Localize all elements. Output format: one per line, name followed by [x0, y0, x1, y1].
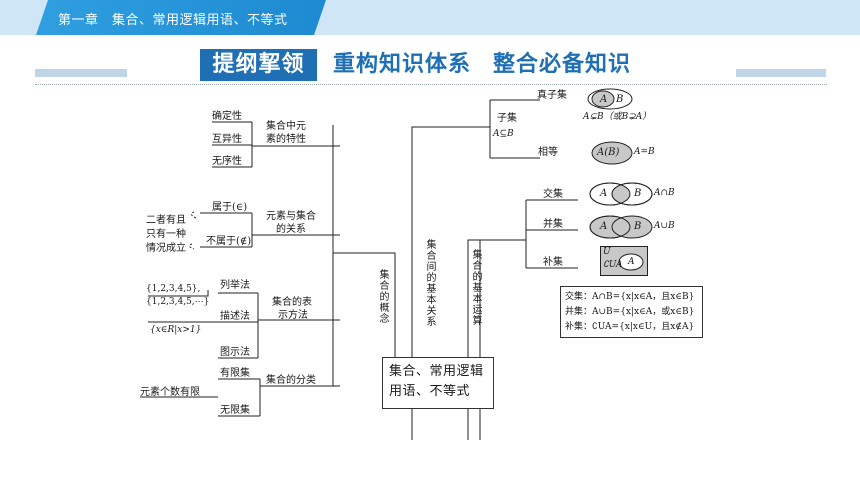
enumeration-example-2: {1,2,3,4,5,⋯} [146, 297, 210, 307]
proper-subset-venn [587, 88, 633, 110]
proper-subset-formula: A⊊B（或B⊋A） [583, 112, 652, 122]
item-not-belongs: 不属于(∉) [206, 236, 252, 247]
representation-label-2: 示方法 [278, 310, 308, 321]
intersection-venn-B: B [634, 188, 642, 199]
chapter-title: 第一章 集合、常用逻辑用语、不等式 [58, 13, 288, 28]
equal-label: 相等 [538, 147, 558, 158]
item-infinite: 无限集 [220, 405, 250, 416]
proper-venn-B: B [616, 94, 624, 105]
divider [35, 84, 827, 85]
equal-venn [591, 141, 633, 165]
intersection-label: 交集 [543, 189, 563, 200]
complement-venn-A: A [628, 257, 635, 267]
union-venn-B: B [634, 221, 642, 232]
classification-label: 集合的分类 [266, 375, 316, 386]
relation-note-1: 二者有且 [146, 215, 186, 226]
operation-branch-label: 集合的基本运算 [472, 250, 483, 327]
central-node-line2: 用语、不等式 [389, 384, 471, 399]
title-deco-right [736, 69, 826, 77]
intersection-venn [589, 182, 653, 206]
central-node-line1: 集合、常用逻辑 [389, 364, 484, 379]
operation-formulas: 交集：A∩B={x|x∈A，且x∈B} 并集：A∪B={x|x∈A，或x∈B} … [560, 286, 703, 338]
equal-venn-label: A(B) [597, 147, 620, 158]
central-node: 集合、常用逻辑 用语、不等式 [382, 357, 494, 409]
item-determinacy: 确定性 [212, 111, 242, 122]
union-venn [589, 215, 653, 239]
complement-label: 补集 [543, 257, 563, 268]
item-enumeration: 列举法 [220, 280, 250, 291]
proper-subset-label: 真子集 [537, 90, 567, 101]
section-title-part2: 整合必备知识 [493, 52, 632, 77]
section-title-part1: 重构知识体系 [333, 52, 472, 77]
item-description: 描述法 [220, 311, 250, 322]
item-belongs: 属于(∈) [212, 202, 248, 213]
complement-U: U [603, 247, 611, 257]
description-example: {x∈R|x>1} [150, 325, 202, 335]
enumeration-example-1: {1,2,3,4,5}, [146, 284, 201, 294]
relation-branch-label: 集合间的基本关系 [426, 240, 437, 328]
concept-branch-label: 集合的概念 [379, 270, 390, 325]
union-venn-A: A [600, 221, 608, 232]
intersection-venn-A: A [600, 188, 608, 199]
characteristics-label-1: 集合中元 [266, 121, 306, 132]
complement-CuA: ∁UA [603, 260, 623, 270]
relation-note-3: 情况成立 [146, 243, 186, 254]
union-label: 并集 [543, 219, 563, 230]
section-title: 重构知识体系整合必备知识 [333, 49, 673, 81]
characteristics-label-2: 素的特性 [266, 134, 306, 145]
intersection-symbol: A∩B [654, 188, 675, 198]
relation-label-1: 元素与集合 [266, 211, 316, 222]
union-symbol: A∪B [654, 221, 675, 231]
title-deco-left [35, 69, 127, 77]
relation-label-2: 的关系 [276, 224, 306, 235]
formula-intersection: 交集：A∩B={x|x∈A，且x∈B} [565, 292, 695, 302]
subset-label: 子集 [497, 113, 517, 124]
equal-formula: A=B [634, 147, 655, 157]
subset-notation: A⊆B [493, 129, 514, 139]
finite-note: 元素个数有限 [140, 387, 200, 398]
formula-complement: 补集：∁UA={x|x∈U，且x∉A} [565, 322, 695, 332]
formula-union: 并集：A∪B={x|x∈A，或x∈B} [565, 307, 695, 317]
representation-label-1: 集合的表 [272, 297, 312, 308]
chapter-tab [36, 0, 326, 35]
complement-venn [600, 246, 648, 276]
proper-venn-A: A [600, 94, 608, 105]
relation-note-2: 只有一种 [146, 229, 186, 240]
item-finite: 有限集 [220, 368, 250, 379]
item-distinctness: 互异性 [212, 134, 242, 145]
section-badge: 提纲挈领 [200, 49, 317, 81]
item-diagram: 图示法 [220, 347, 250, 358]
item-unorderedness: 无序性 [212, 156, 242, 167]
